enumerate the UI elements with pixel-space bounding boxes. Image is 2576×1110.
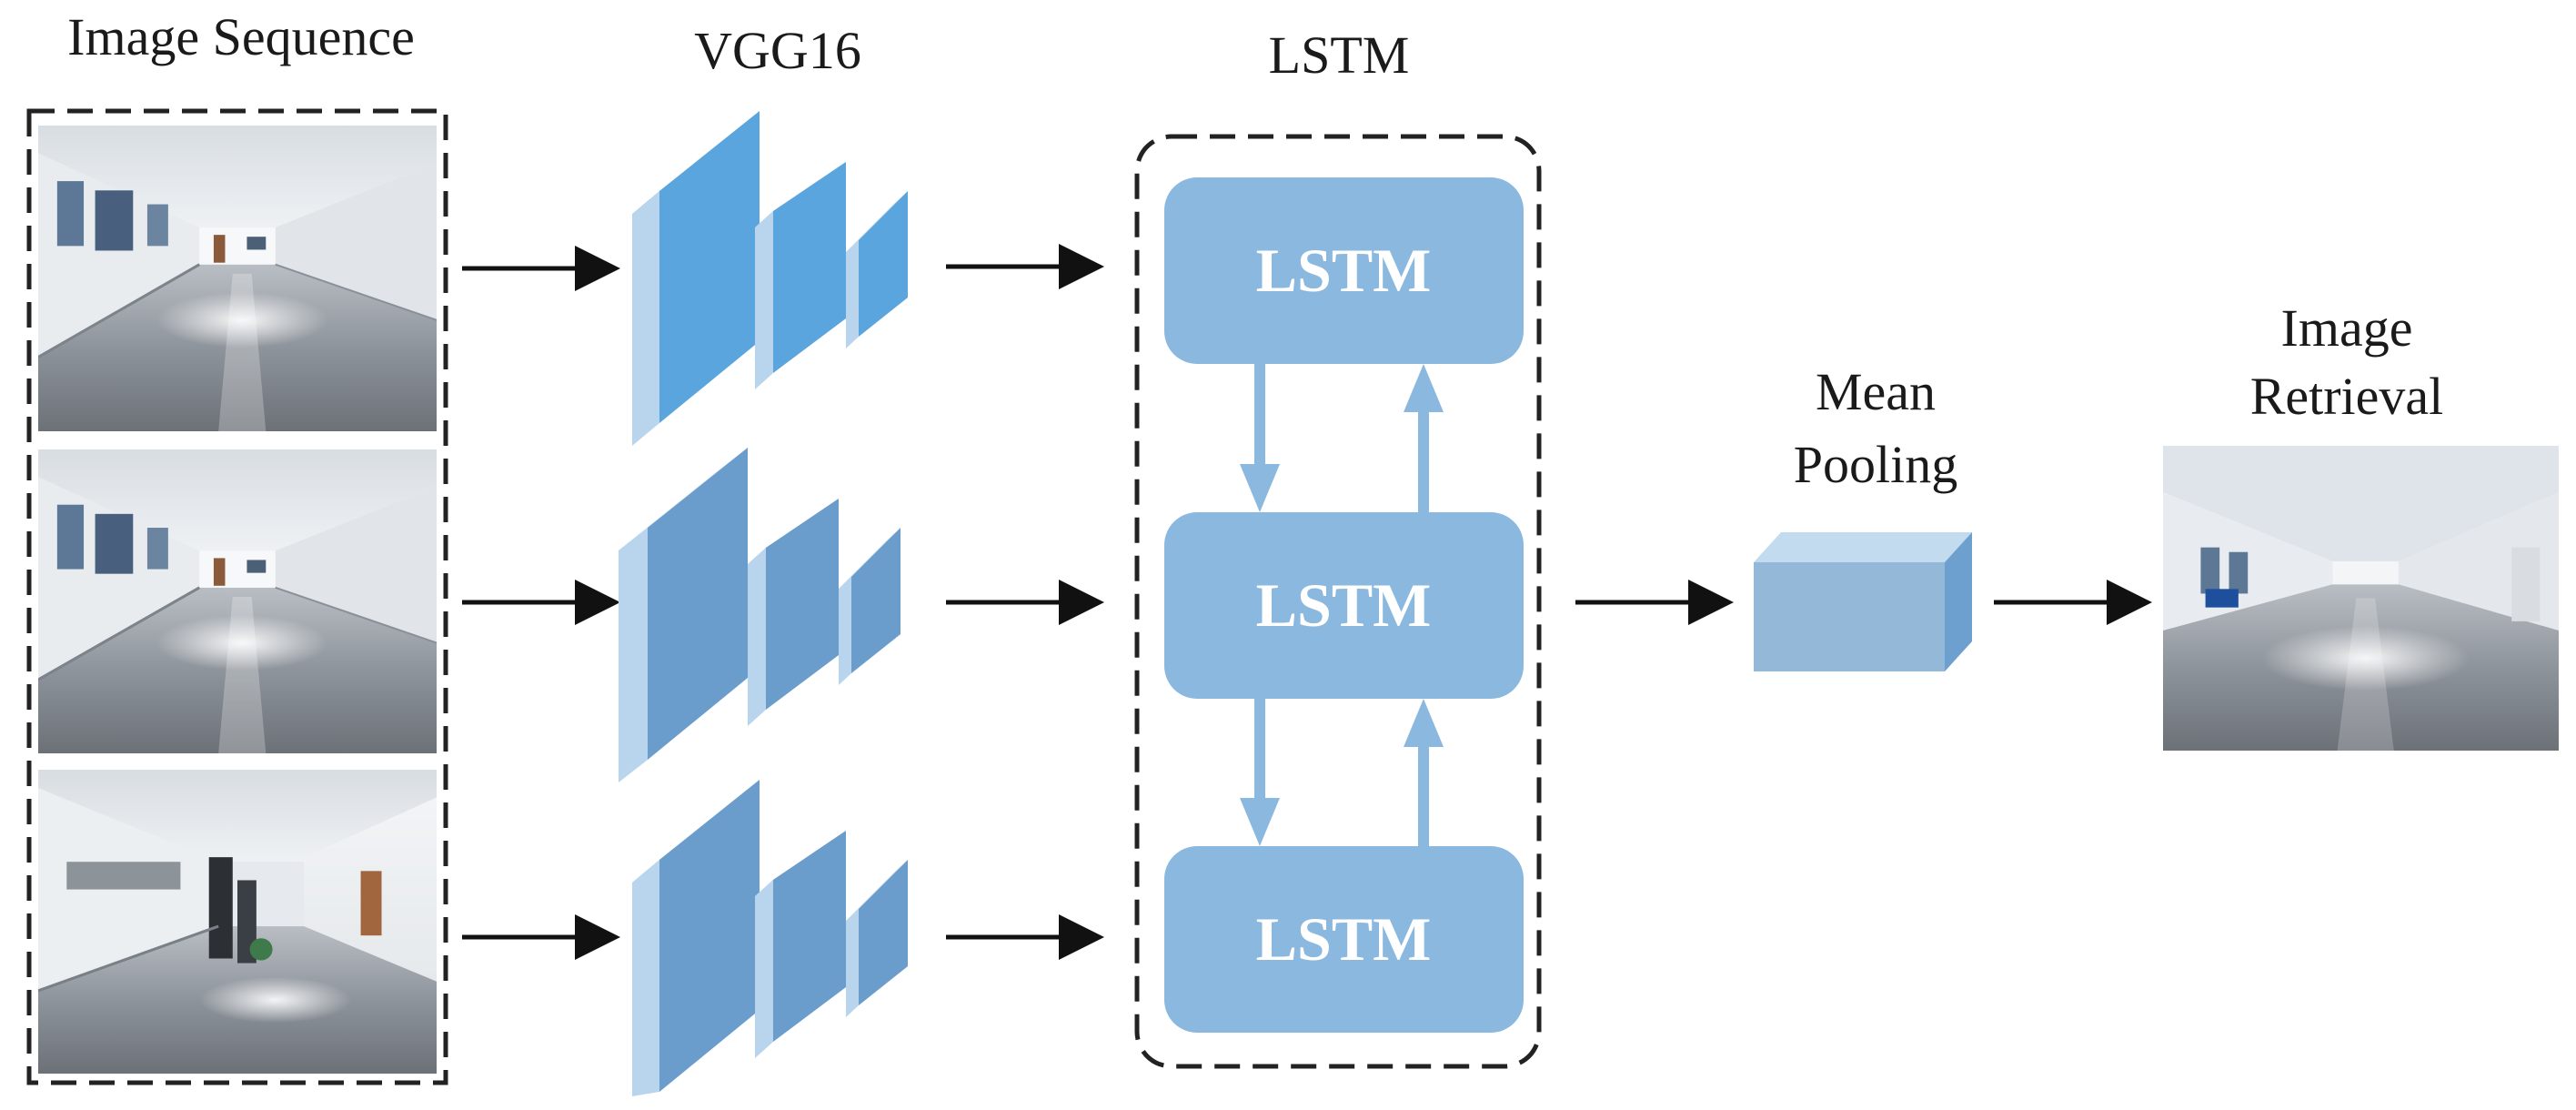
lstm-arrow-down-1 <box>1240 364 1280 512</box>
lstm-title: LSTM <box>1269 25 1410 85</box>
lstm-arrow-down-2 <box>1240 699 1280 846</box>
lstm-cell-1-label: LSTM <box>1256 236 1432 305</box>
image-retrieval-label-line2: Retrieval <box>2250 367 2444 426</box>
lstm-cell-3: LSTM <box>1164 846 1524 1033</box>
mean-pooling-block <box>1754 532 1972 671</box>
image-sequence-frame <box>26 108 448 1085</box>
lstm-cell-3-label: LSTM <box>1256 904 1432 974</box>
image-retrieval-label-line1: Image <box>2281 298 2413 358</box>
lstm-arrow-up-1 <box>1404 364 1444 512</box>
corridor-frame-2 <box>38 449 437 753</box>
corridor-frame-3 <box>38 770 437 1074</box>
lstm-frame <box>1134 134 1542 1069</box>
vgg16-label: VGG16 <box>694 21 861 80</box>
lstm-cell-1: LSTM <box>1164 177 1524 364</box>
mean-pooling-label-line2: Pooling <box>1794 435 1958 494</box>
vgg16-block-1 <box>632 111 908 446</box>
retrieved-image <box>2163 446 2559 751</box>
lstm-cell-2-label: LSTM <box>1256 570 1432 640</box>
corridor-frame-1 <box>38 126 437 431</box>
vgg16-block-3 <box>632 780 908 1096</box>
lstm-arrow-up-2 <box>1404 699 1444 846</box>
vgg16-block-2 <box>619 448 901 782</box>
mean-pooling-label-line1: Mean <box>1816 362 1936 421</box>
lstm-cell-2: LSTM <box>1164 512 1524 699</box>
image-sequence-label: Image Sequence <box>67 7 415 66</box>
